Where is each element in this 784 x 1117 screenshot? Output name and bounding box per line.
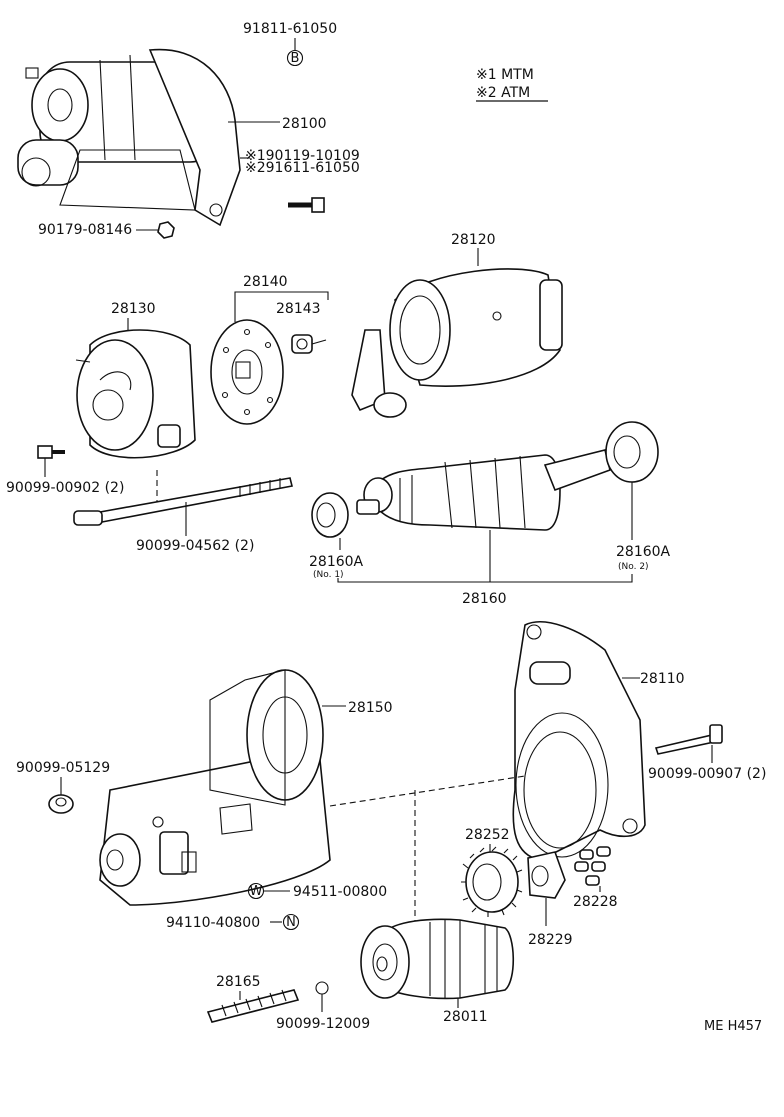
label-28120: 28120 [451, 232, 496, 248]
label-94511-00800: 94511-00800 [293, 884, 387, 900]
legend: ※1 MTM ※2 ATM [476, 67, 548, 102]
label-91611-61050: ※291611-61050 [245, 160, 360, 176]
idler-gear-28252 [461, 846, 523, 917]
label-28229: 28229 [528, 932, 573, 948]
housing-28120 [351, 248, 563, 418]
label-94110-40800: 94110-40800 [166, 915, 260, 931]
bearing-28160a-no1 [311, 492, 349, 538]
part-90099-05129 [48, 794, 74, 814]
bearing-28160a-no2 [605, 421, 659, 483]
w-code-circle [247, 882, 265, 900]
clutch-28011 [360, 918, 515, 1000]
nut-90179 [157, 221, 175, 239]
label-28165: 28165 [216, 974, 261, 990]
n-code-circle [282, 913, 300, 931]
label-90099-00907: 90099-00907 (2) [648, 766, 766, 782]
label-28130: 28130 [111, 301, 156, 317]
label-91811-61050: 91811-61050 [243, 21, 337, 37]
bolt-91611 [288, 197, 325, 213]
screw-90099-00902 [37, 445, 65, 459]
label-28160: 28160 [462, 591, 507, 607]
starter-assembly [17, 48, 280, 227]
ball-90099-12009 [315, 981, 329, 995]
drive-housing-28110 [512, 621, 646, 861]
label-28143: 28143 [276, 301, 321, 317]
label-28110: 28110 [640, 671, 685, 687]
label-28160a-no1: 28160A [309, 554, 364, 570]
label-90099-00902: 90099-00902 (2) [6, 480, 124, 496]
yoke-28150 [99, 669, 346, 906]
code-b: B [291, 51, 300, 66]
label-28140: 28140 [243, 274, 288, 290]
label-28011: 28011 [443, 1009, 488, 1025]
label-90179-08146: 90179-08146 [38, 222, 132, 238]
label-28100: 28100 [282, 116, 327, 132]
label-90099-05129: 90099-05129 [16, 760, 110, 776]
legend-mtm: ※1 MTM [476, 67, 534, 83]
diagram-id: ME H457 [704, 1019, 762, 1034]
label-90119-10109: ※190119-10109 [245, 148, 360, 164]
bolt-90099-00907 [654, 724, 723, 755]
rollers-28228 [574, 846, 611, 886]
brush-holder-28140 [210, 319, 284, 425]
label-90099-12009: 90099-12009 [276, 1016, 370, 1032]
label-28160a-no2-sub: (No. 2) [618, 562, 649, 572]
code-w: W [250, 884, 263, 899]
label-28160a-no2: 28160A [616, 544, 671, 560]
label-28150: 28150 [348, 700, 393, 716]
code-n: N [286, 915, 296, 930]
label-28228: 28228 [573, 894, 618, 910]
stud-28165 [206, 989, 300, 1023]
armature-28160 [356, 449, 611, 531]
legend-atm: ※2 ATM [476, 85, 530, 101]
label-28252: 28252 [465, 827, 510, 843]
through-bolt-90099-04562 [73, 477, 293, 526]
end-frame-28130 [75, 329, 196, 459]
b-code-circle [286, 49, 304, 67]
label-90099-04562: 90099-04562 (2) [136, 538, 254, 554]
part-28143 [291, 334, 327, 354]
label-28160a-no1-sub: (No. 1) [313, 570, 344, 580]
retainer-28229 [527, 851, 566, 899]
